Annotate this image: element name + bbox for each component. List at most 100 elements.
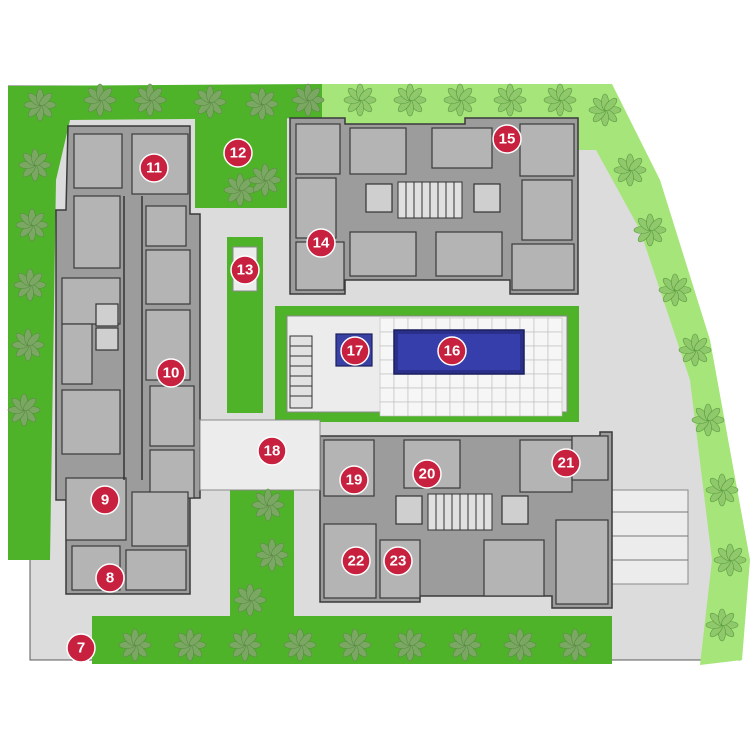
plant-icon — [705, 473, 739, 507]
plant-icon — [251, 488, 285, 522]
plant-icon — [11, 328, 45, 362]
svg-text:8: 8 — [106, 570, 114, 587]
deck-tile — [533, 331, 549, 347]
deck-tile — [533, 401, 549, 417]
deck-tile — [435, 387, 451, 403]
marker-7[interactable]: 7 — [66, 633, 96, 663]
plant-icon — [691, 403, 725, 437]
plant-icon — [705, 608, 739, 642]
deck-tile — [449, 401, 465, 417]
deck-tile — [435, 401, 451, 417]
svg-text:7: 7 — [77, 640, 85, 657]
svg-text:14: 14 — [313, 235, 330, 252]
building-north — [289, 117, 579, 295]
svg-text:21: 21 — [558, 455, 575, 472]
deck-tile — [449, 373, 465, 389]
marker-23[interactable]: 23 — [383, 546, 413, 576]
svg-text:23: 23 — [390, 553, 407, 570]
marker-18[interactable]: 18 — [257, 436, 287, 466]
deck-tile — [547, 331, 563, 347]
deck-tile — [435, 373, 451, 389]
deck-tile — [505, 387, 521, 403]
plant-icon — [613, 153, 647, 187]
marker-22[interactable]: 22 — [341, 546, 371, 576]
marker-14[interactable]: 14 — [306, 228, 336, 258]
marker-10[interactable]: 10 — [156, 358, 186, 388]
marker-13[interactable]: 13 — [230, 255, 260, 285]
plant-icon — [658, 273, 692, 307]
plant-icon — [255, 538, 289, 572]
deck-tile — [491, 373, 507, 389]
plant-icon — [228, 628, 262, 662]
plant-icon — [233, 583, 267, 617]
deck-tile — [463, 387, 479, 403]
deck-tile — [449, 387, 465, 403]
marker-16[interactable]: 16 — [437, 336, 467, 366]
marker-20[interactable]: 20 — [412, 459, 442, 489]
plant-icon — [193, 85, 227, 119]
deck-tile — [533, 317, 549, 333]
plant-icon — [18, 148, 52, 182]
deck-tile — [519, 373, 535, 389]
marker-8[interactable]: 8 — [95, 563, 125, 593]
deck-tile — [477, 373, 493, 389]
deck-tile — [463, 373, 479, 389]
plant-icon — [503, 628, 537, 662]
marker-12[interactable]: 12 — [223, 138, 253, 168]
plant-icon — [393, 628, 427, 662]
marker-17[interactable]: 17 — [340, 336, 370, 366]
lawn-west — [8, 84, 322, 560]
deck-tile — [379, 387, 395, 403]
plant-icon — [338, 628, 372, 662]
deck-tile — [379, 359, 395, 375]
plant-icon — [118, 628, 152, 662]
deck-tile — [547, 317, 563, 333]
marker-11[interactable]: 11 — [139, 153, 169, 183]
plant-icon — [558, 628, 592, 662]
plant-icon — [15, 208, 49, 242]
deck-tile — [379, 373, 395, 389]
plants — [7, 83, 747, 662]
svg-text:10: 10 — [163, 365, 180, 382]
deck-tile — [505, 401, 521, 417]
deck-tile — [519, 401, 535, 417]
deck-tile — [533, 373, 549, 389]
plant-icon — [83, 83, 117, 117]
deck-tile — [393, 373, 409, 389]
deck-tile — [379, 401, 395, 417]
svg-text:20: 20 — [419, 466, 436, 483]
marker-9[interactable]: 9 — [90, 485, 120, 515]
svg-text:18: 18 — [264, 443, 281, 460]
deck-tile — [393, 387, 409, 403]
markers: 7 8 9 10 11 12 13 14 15 16 17 18 19 20 2… — [66, 124, 581, 663]
svg-text:22: 22 — [348, 553, 365, 570]
deck-tile — [421, 387, 437, 403]
plant-icon — [713, 543, 747, 577]
deck-tile — [519, 387, 535, 403]
lawn-east — [578, 84, 750, 665]
deck-tile — [407, 373, 423, 389]
svg-text:19: 19 — [346, 472, 363, 489]
deck-tile — [547, 345, 563, 361]
marker-19[interactable]: 19 — [339, 465, 369, 495]
svg-text:16: 16 — [444, 343, 461, 360]
plant-icon — [133, 83, 167, 117]
deck-tile — [421, 373, 437, 389]
plant-icon — [678, 333, 712, 367]
building-west — [55, 125, 201, 595]
plant-icon — [173, 628, 207, 662]
svg-text:11: 11 — [146, 160, 162, 177]
deck-tile — [533, 387, 549, 403]
deck-tile — [533, 359, 549, 375]
marker-15[interactable]: 15 — [492, 124, 522, 154]
plant-icon — [633, 213, 667, 247]
marker-21[interactable]: 21 — [551, 448, 581, 478]
deck-tile — [533, 345, 549, 361]
deck-tile — [421, 401, 437, 417]
plant-icon — [248, 163, 282, 197]
plant-icon — [7, 393, 41, 427]
deck-tile — [547, 387, 563, 403]
svg-text:13: 13 — [237, 262, 254, 279]
pool-stairs — [289, 335, 313, 409]
